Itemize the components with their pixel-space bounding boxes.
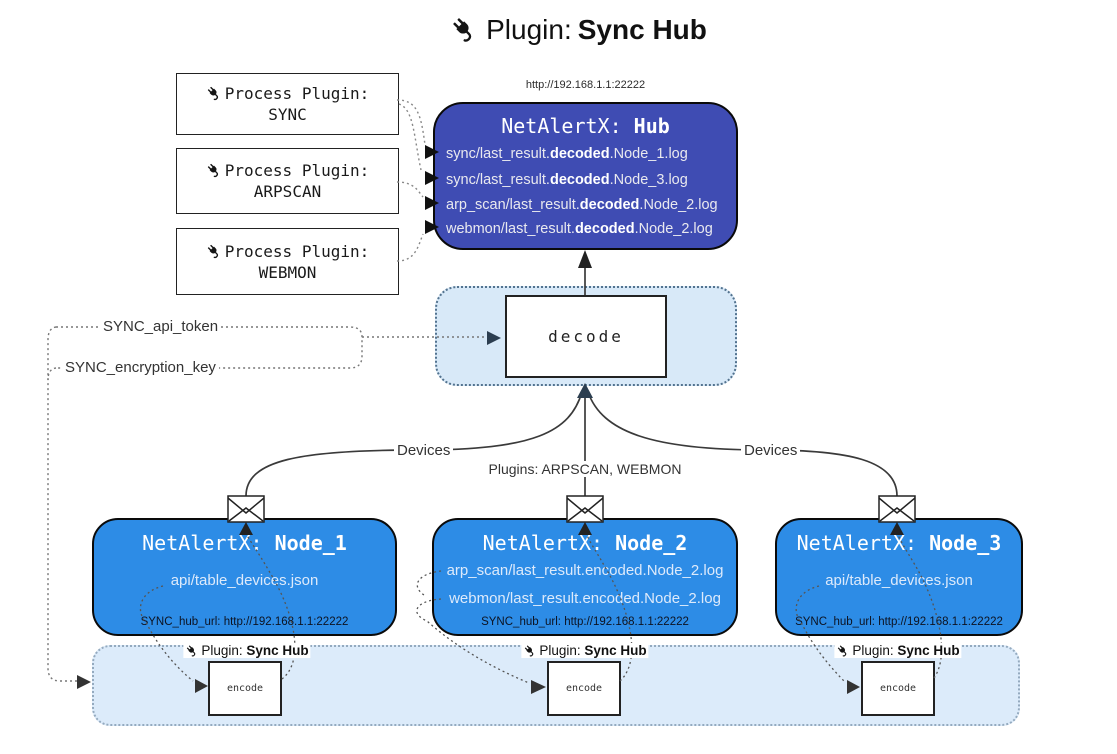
encode-box-node-2: encode [547,661,621,716]
process-plugin-label: Process Plugin: [224,241,370,261]
edge-label-devices-right: Devices [741,442,801,459]
sync-encryption-key-label: SYNC_encryption_key [62,359,219,376]
process-plugin-box-arpscan: Process Plugin: ARPSCAN [176,148,399,214]
arrow-into-band [77,675,91,689]
arrow-into-hub [578,250,592,268]
hub-entry: arp_scan/last_result.decoded.Node_2.log [446,197,718,213]
plug-icon [205,162,221,178]
node-title: NetAlertX: Node_3 [796,531,1002,555]
band-plugin-label: Plugin: Sync Hub [834,643,962,658]
node-hub-url: SYNC_hub_url: http://192.168.1.1:22222 [140,616,349,628]
encode-box-node-1: encode [208,661,282,716]
plug-icon [185,643,198,657]
node-file: webmon/last_result.encoded.Node_2.log [449,590,721,607]
node-file: api/table_devices.json [170,572,319,589]
process-plugin-box-sync: Process Plugin: SYNC [176,73,399,135]
plug-icon [523,643,536,657]
hub-url-label: http://192.168.1.1:22222 [525,79,646,91]
node-hub-url: SYNC_hub_url: http://192.168.1.1:22222 [481,616,689,628]
plug-icon [836,643,849,657]
node-file: api/table_devices.json [825,572,973,589]
hub-entry: webmon/last_result.decoded.Node_2.log [446,221,713,237]
hub-box: NetAlertX: Hub sync/last_result.decoded.… [433,102,738,250]
process-plugin-label: Process Plugin: [224,161,370,180]
hub-entry: sync/last_result.decoded.Node_1.log [446,146,688,162]
band-plugin-label: Plugin: Sync Hub [183,643,311,658]
encode-box-node-3: encode [861,661,935,716]
page-title: Plugin: Sync Hub [0,14,1117,46]
hub-title: NetAlertX: Hub [501,114,670,138]
process-plugin-name: WEBMON [258,262,317,282]
plug-icon [205,243,221,259]
plug-icon [450,15,477,43]
plug-icon [205,85,221,101]
edge-label-devices-left: Devices [394,442,454,459]
node-box-node-2: NetAlertX: Node_2 arp_scan/last_result.e… [432,518,738,636]
node-box-node-1: NetAlertX: Node_1 api/table_devices.json… [92,518,397,636]
process-plugin-name: ARPSCAN [253,182,322,201]
hub-entry: sync/last_result.decoded.Node_3.log [446,172,688,188]
process-plugin-box-webmon: Process Plugin: WEBMON [176,228,399,295]
process-plugin-name: SYNC [268,105,307,124]
node-box-node-3: NetAlertX: Node_3 api/table_devices.json… [775,518,1023,636]
decode-box: decode [505,295,667,378]
edge-label-plugins: Plugins: ARPSCAN, WEBMON [485,461,685,477]
sync-api-token-label: SYNC_api_token [100,318,222,335]
node-hub-url: SYNC_hub_url: http://192.168.1.1:22222 [795,616,1003,628]
page-title-bold: Sync Hub [577,14,707,45]
process-plugin-connectors [396,99,426,262]
node-title: NetAlertX: Node_1 [142,531,347,555]
process-plugin-label: Process Plugin: [224,84,370,103]
page-title-prefix: Plugin: [486,14,572,45]
node-file: arp_scan/last_result.encoded.Node_2.log [446,562,724,579]
node-title: NetAlertX: Node_2 [482,531,688,555]
band-plugin-label: Plugin: Sync Hub [521,643,649,658]
